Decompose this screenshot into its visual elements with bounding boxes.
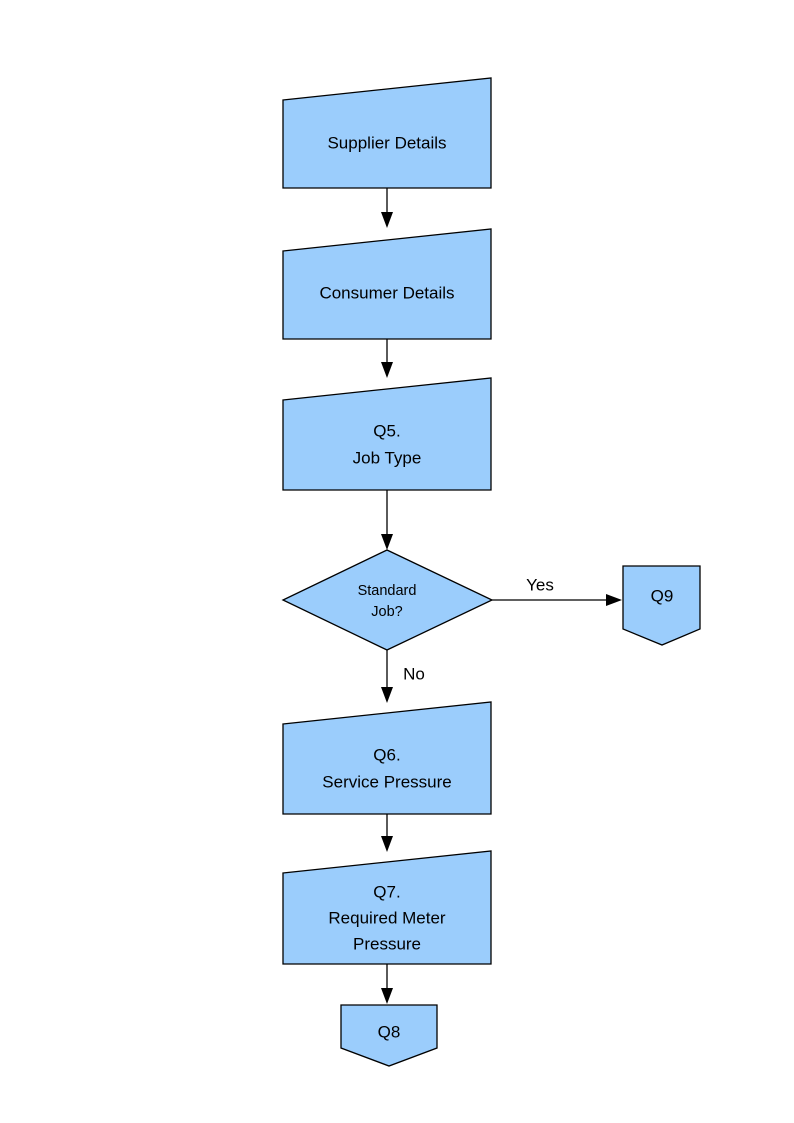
- node-label-q6-line1: Q6.: [373, 745, 400, 764]
- edge-q6-to-q7: [381, 814, 393, 852]
- node-standard-job-decision[interactable]: Standard Job?: [281, 549, 494, 651]
- arrow-head-icon: [381, 212, 393, 228]
- arrow-head-icon: [381, 836, 393, 852]
- node-q8[interactable]: Q8: [340, 1004, 438, 1067]
- node-q5-job-type[interactable]: Q5. Job Type: [282, 377, 492, 491]
- node-label-q6-line2: Service Pressure: [322, 772, 451, 791]
- manual-input-shape: [282, 77, 492, 189]
- node-supplier-details[interactable]: Supplier Details: [282, 77, 492, 189]
- manual-input-shape: [282, 701, 492, 815]
- edge-label-yes: Yes: [526, 575, 554, 594]
- edge-label-no: No: [403, 664, 425, 683]
- node-label-q5-line1: Q5.: [373, 421, 400, 440]
- arrow-head-icon: [381, 988, 393, 1004]
- node-q7-required-meter-pressure[interactable]: Q7. Required Meter Pressure: [282, 850, 492, 965]
- edge-q5-to-decision: [381, 490, 393, 550]
- arrow-head-icon: [381, 687, 393, 703]
- node-label-q9: Q9: [651, 586, 674, 605]
- node-label-q7-line3: Pressure: [353, 934, 421, 953]
- manual-input-shape: [282, 850, 492, 965]
- arrow-head-icon: [606, 594, 622, 606]
- node-label-q5-line2: Job Type: [353, 448, 422, 467]
- edge-decision-no-to-q6: No: [381, 650, 425, 703]
- node-q9[interactable]: Q9: [622, 565, 701, 646]
- node-q6-service-pressure[interactable]: Q6. Service Pressure: [282, 701, 492, 815]
- banner-notch-shape: [622, 565, 701, 646]
- arrow-head-icon: [381, 362, 393, 378]
- node-label-supplier-details: Supplier Details: [327, 133, 446, 152]
- manual-input-shape: [282, 377, 492, 491]
- node-label-q7-line1: Q7.: [373, 882, 400, 901]
- node-label-q7-line2: Required Meter: [328, 908, 446, 927]
- node-label-consumer-details: Consumer Details: [319, 283, 454, 302]
- node-label-q8: Q8: [378, 1022, 401, 1041]
- node-label-decision-line1: Standard: [358, 583, 417, 599]
- edge-consumer-to-q5: [381, 339, 393, 378]
- arrow-head-icon: [381, 534, 393, 550]
- edge-q7-to-q8: [381, 964, 393, 1004]
- banner-notch-shape: [340, 1004, 438, 1067]
- node-consumer-details[interactable]: Consumer Details: [282, 228, 492, 340]
- edge-decision-yes-to-q9: Yes: [492, 575, 622, 606]
- manual-input-shape: [282, 228, 492, 340]
- node-label-decision-line2: Job?: [371, 604, 402, 620]
- decision-diamond-shape: [281, 549, 494, 651]
- edge-supplier-to-consumer: [381, 188, 393, 228]
